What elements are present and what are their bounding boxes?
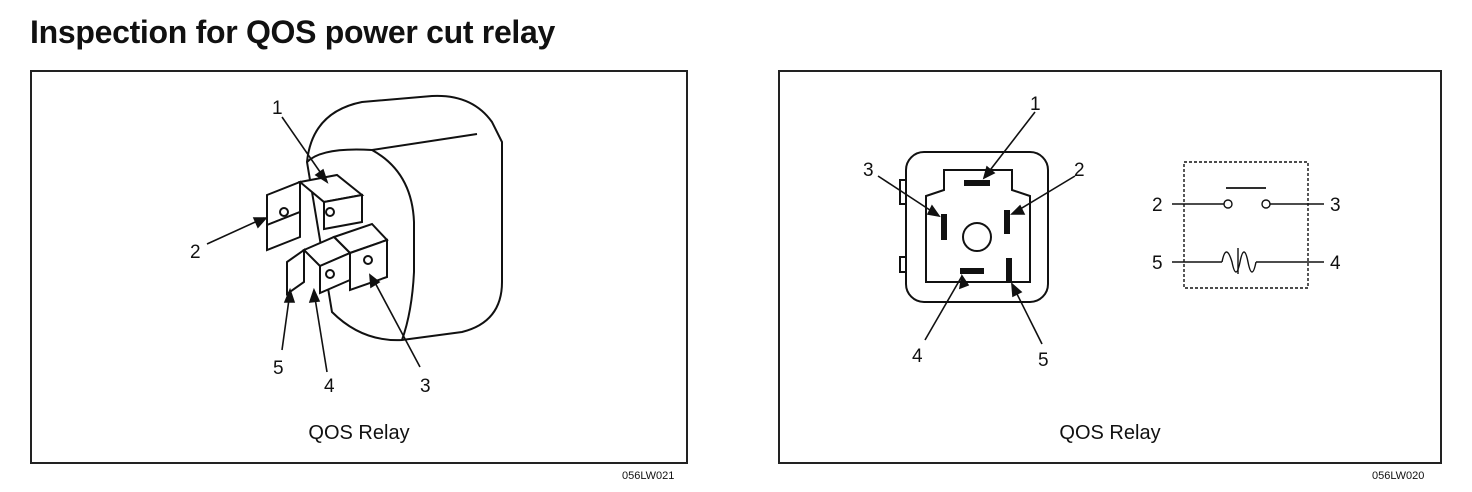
page-title: Inspection for QOS power cut relay: [30, 14, 556, 50]
relay-connector-drawing: 1 2 3 4 5 2 3 5 4: [863, 94, 1341, 371]
conn-label-1: 1: [1030, 94, 1041, 115]
schem-label-3: 3: [1330, 195, 1341, 216]
label-2: 2: [190, 242, 201, 263]
leader-line-3: [371, 276, 421, 368]
schem-label-4: 4: [1330, 253, 1341, 274]
pin-5: [1006, 258, 1012, 282]
terminal-5: [286, 248, 305, 296]
pin-3: [941, 214, 947, 240]
left-caption: QOS Relay: [308, 422, 410, 444]
leader-line-4: [313, 291, 328, 373]
right-ref-code: 056LW020: [1372, 470, 1425, 482]
conn-label-4: 4: [912, 346, 923, 367]
conn-label-3: 3: [863, 160, 874, 181]
leader-line-2: [206, 217, 265, 245]
conn-label-2: 2: [1074, 160, 1085, 181]
connector-housing: [899, 151, 1049, 303]
pin-4: [960, 268, 984, 274]
pin-2: [1004, 210, 1010, 234]
terminal-4: [302, 235, 352, 295]
connector-pins: [941, 180, 1012, 282]
label-4: 4: [324, 376, 335, 397]
terminal-2: [266, 180, 301, 252]
right-diagram-panel: 1 2 3 4 5 2 3 5 4 QOS Relay: [778, 70, 1442, 464]
schem-label-5: 5: [1152, 253, 1163, 274]
schem-label-2: 2: [1152, 195, 1163, 216]
pin-1: [964, 180, 990, 186]
terminal-1: [297, 173, 365, 231]
label-3: 3: [420, 376, 431, 397]
right-caption: QOS Relay: [1059, 422, 1161, 444]
conn-label-5: 5: [1038, 350, 1049, 371]
relay-schematic: [1172, 161, 1324, 289]
relay-3d-drawing: 1 2 3 4 5: [190, 94, 503, 397]
left-ref-code: 056LW021: [622, 470, 675, 482]
left-diagram-panel: 1 2 3 4 5 QOS Relay: [30, 70, 688, 464]
leader-line-1: [281, 116, 328, 183]
label-5: 5: [273, 358, 284, 379]
label-1: 1: [272, 98, 283, 119]
